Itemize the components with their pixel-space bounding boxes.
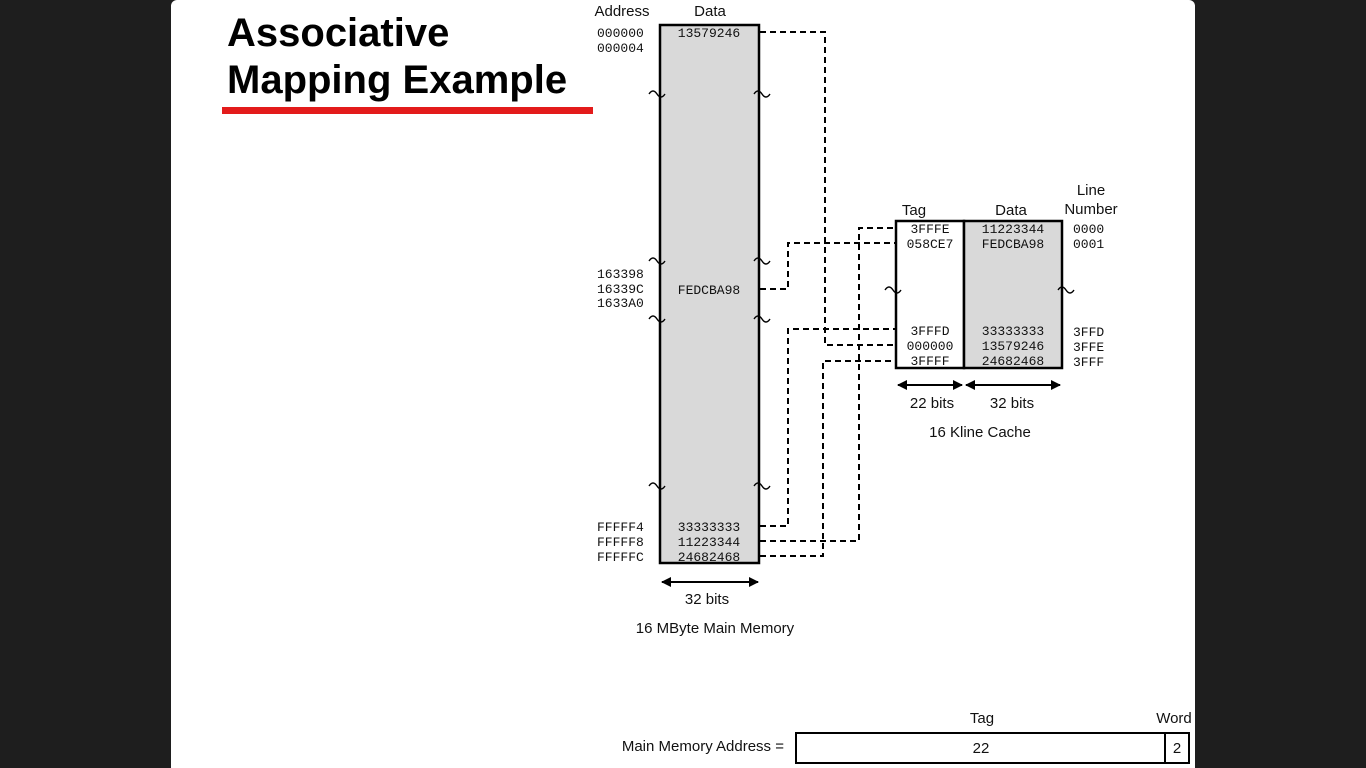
mm-data-000000: 13579246 xyxy=(678,26,740,41)
cache-line-header-2: Number xyxy=(1064,201,1117,218)
cache-line-3FFD: 3FFD xyxy=(1073,325,1104,340)
mm-caption: 16 MByte Main Memory xyxy=(636,620,795,637)
cache-data-header: Data xyxy=(995,202,1027,219)
cache-tag-0000: 3FFFE xyxy=(910,222,949,237)
cache-tag-header: Tag xyxy=(902,202,926,219)
mm-address-FFFFFC: FFFFFC xyxy=(597,550,644,565)
mm-address-FFFFF8: FFFFF8 xyxy=(597,535,644,550)
cache-data-3FFF: 24682468 xyxy=(982,354,1044,369)
cache-tag-bits-label: 22 bits xyxy=(910,395,954,412)
addr-label: Main Memory Address = xyxy=(622,738,784,755)
cache-line-header-1: Line xyxy=(1077,182,1105,199)
cache-data-0000: 11223344 xyxy=(982,222,1045,237)
title-line-2: Mapping Example xyxy=(227,58,568,102)
title-underline xyxy=(222,107,593,114)
cache-line-3FFE: 3FFE xyxy=(1073,340,1104,355)
addr-tag-value: 22 xyxy=(973,740,990,757)
mm-address-000000: 000000 xyxy=(597,26,644,41)
main-memory-block xyxy=(658,23,761,565)
mm-address-1633A0: 1633A0 xyxy=(597,296,644,311)
cache-break-marks xyxy=(884,286,1075,294)
cache-data-0001: FEDCBA98 xyxy=(982,237,1044,252)
addr-tag-field xyxy=(795,732,1166,764)
mm-address-163398: 163398 xyxy=(597,267,644,282)
mm-address-FFFFF4: FFFFF4 xyxy=(597,520,644,535)
cache-line-0001: 0001 xyxy=(1073,237,1104,252)
associative-mapping-diagram: Address Data 000000 13579246 000004 1633… xyxy=(594,3,1192,764)
cache-data-column xyxy=(962,219,1064,370)
cache-tag-3FFD: 3FFFD xyxy=(910,324,949,339)
addr-word-value: 2 xyxy=(1173,740,1181,757)
mapping-connectors xyxy=(760,31,896,557)
cache-line-0000: 0000 xyxy=(1073,222,1104,237)
mm-data-FFFFF8: 11223344 xyxy=(678,535,741,550)
mm-data-16339C: FEDCBA98 xyxy=(678,283,740,298)
addr-word-header: Word xyxy=(1156,710,1192,727)
cache-data-3FFE: 13579246 xyxy=(982,339,1044,354)
mm-address-000004: 000004 xyxy=(597,41,644,56)
cache-caption: 16 Kline Cache xyxy=(929,424,1031,441)
addr-word-field xyxy=(1164,732,1190,764)
mm-break-marks xyxy=(648,90,771,490)
mm-data-FFFFFC: 24682468 xyxy=(678,550,740,565)
title-line-1: Associative xyxy=(227,11,450,55)
cache-line-3FFF: 3FFF xyxy=(1073,355,1104,370)
mm-address-header: Address xyxy=(594,3,649,20)
addr-tag-header: Tag xyxy=(970,710,994,727)
cache-tag-3FFF: 3FFFF xyxy=(910,354,949,369)
mm-data-header: Data xyxy=(694,3,726,20)
slide-title: Associative Mapping Example xyxy=(227,10,627,104)
cache-data-bits-label: 32 bits xyxy=(990,395,1034,412)
mm-address-16339C: 16339C xyxy=(597,282,644,297)
cache-tag-0001: 058CE7 xyxy=(907,237,954,252)
slide: Associative Mapping Example Address Data… xyxy=(171,0,1195,768)
mm-data-FFFFF4: 33333333 xyxy=(678,520,740,535)
cache-tag-3FFE: 000000 xyxy=(907,339,954,354)
cache-data-3FFD: 33333333 xyxy=(982,324,1044,339)
mm-width-label: 32 bits xyxy=(685,591,729,608)
